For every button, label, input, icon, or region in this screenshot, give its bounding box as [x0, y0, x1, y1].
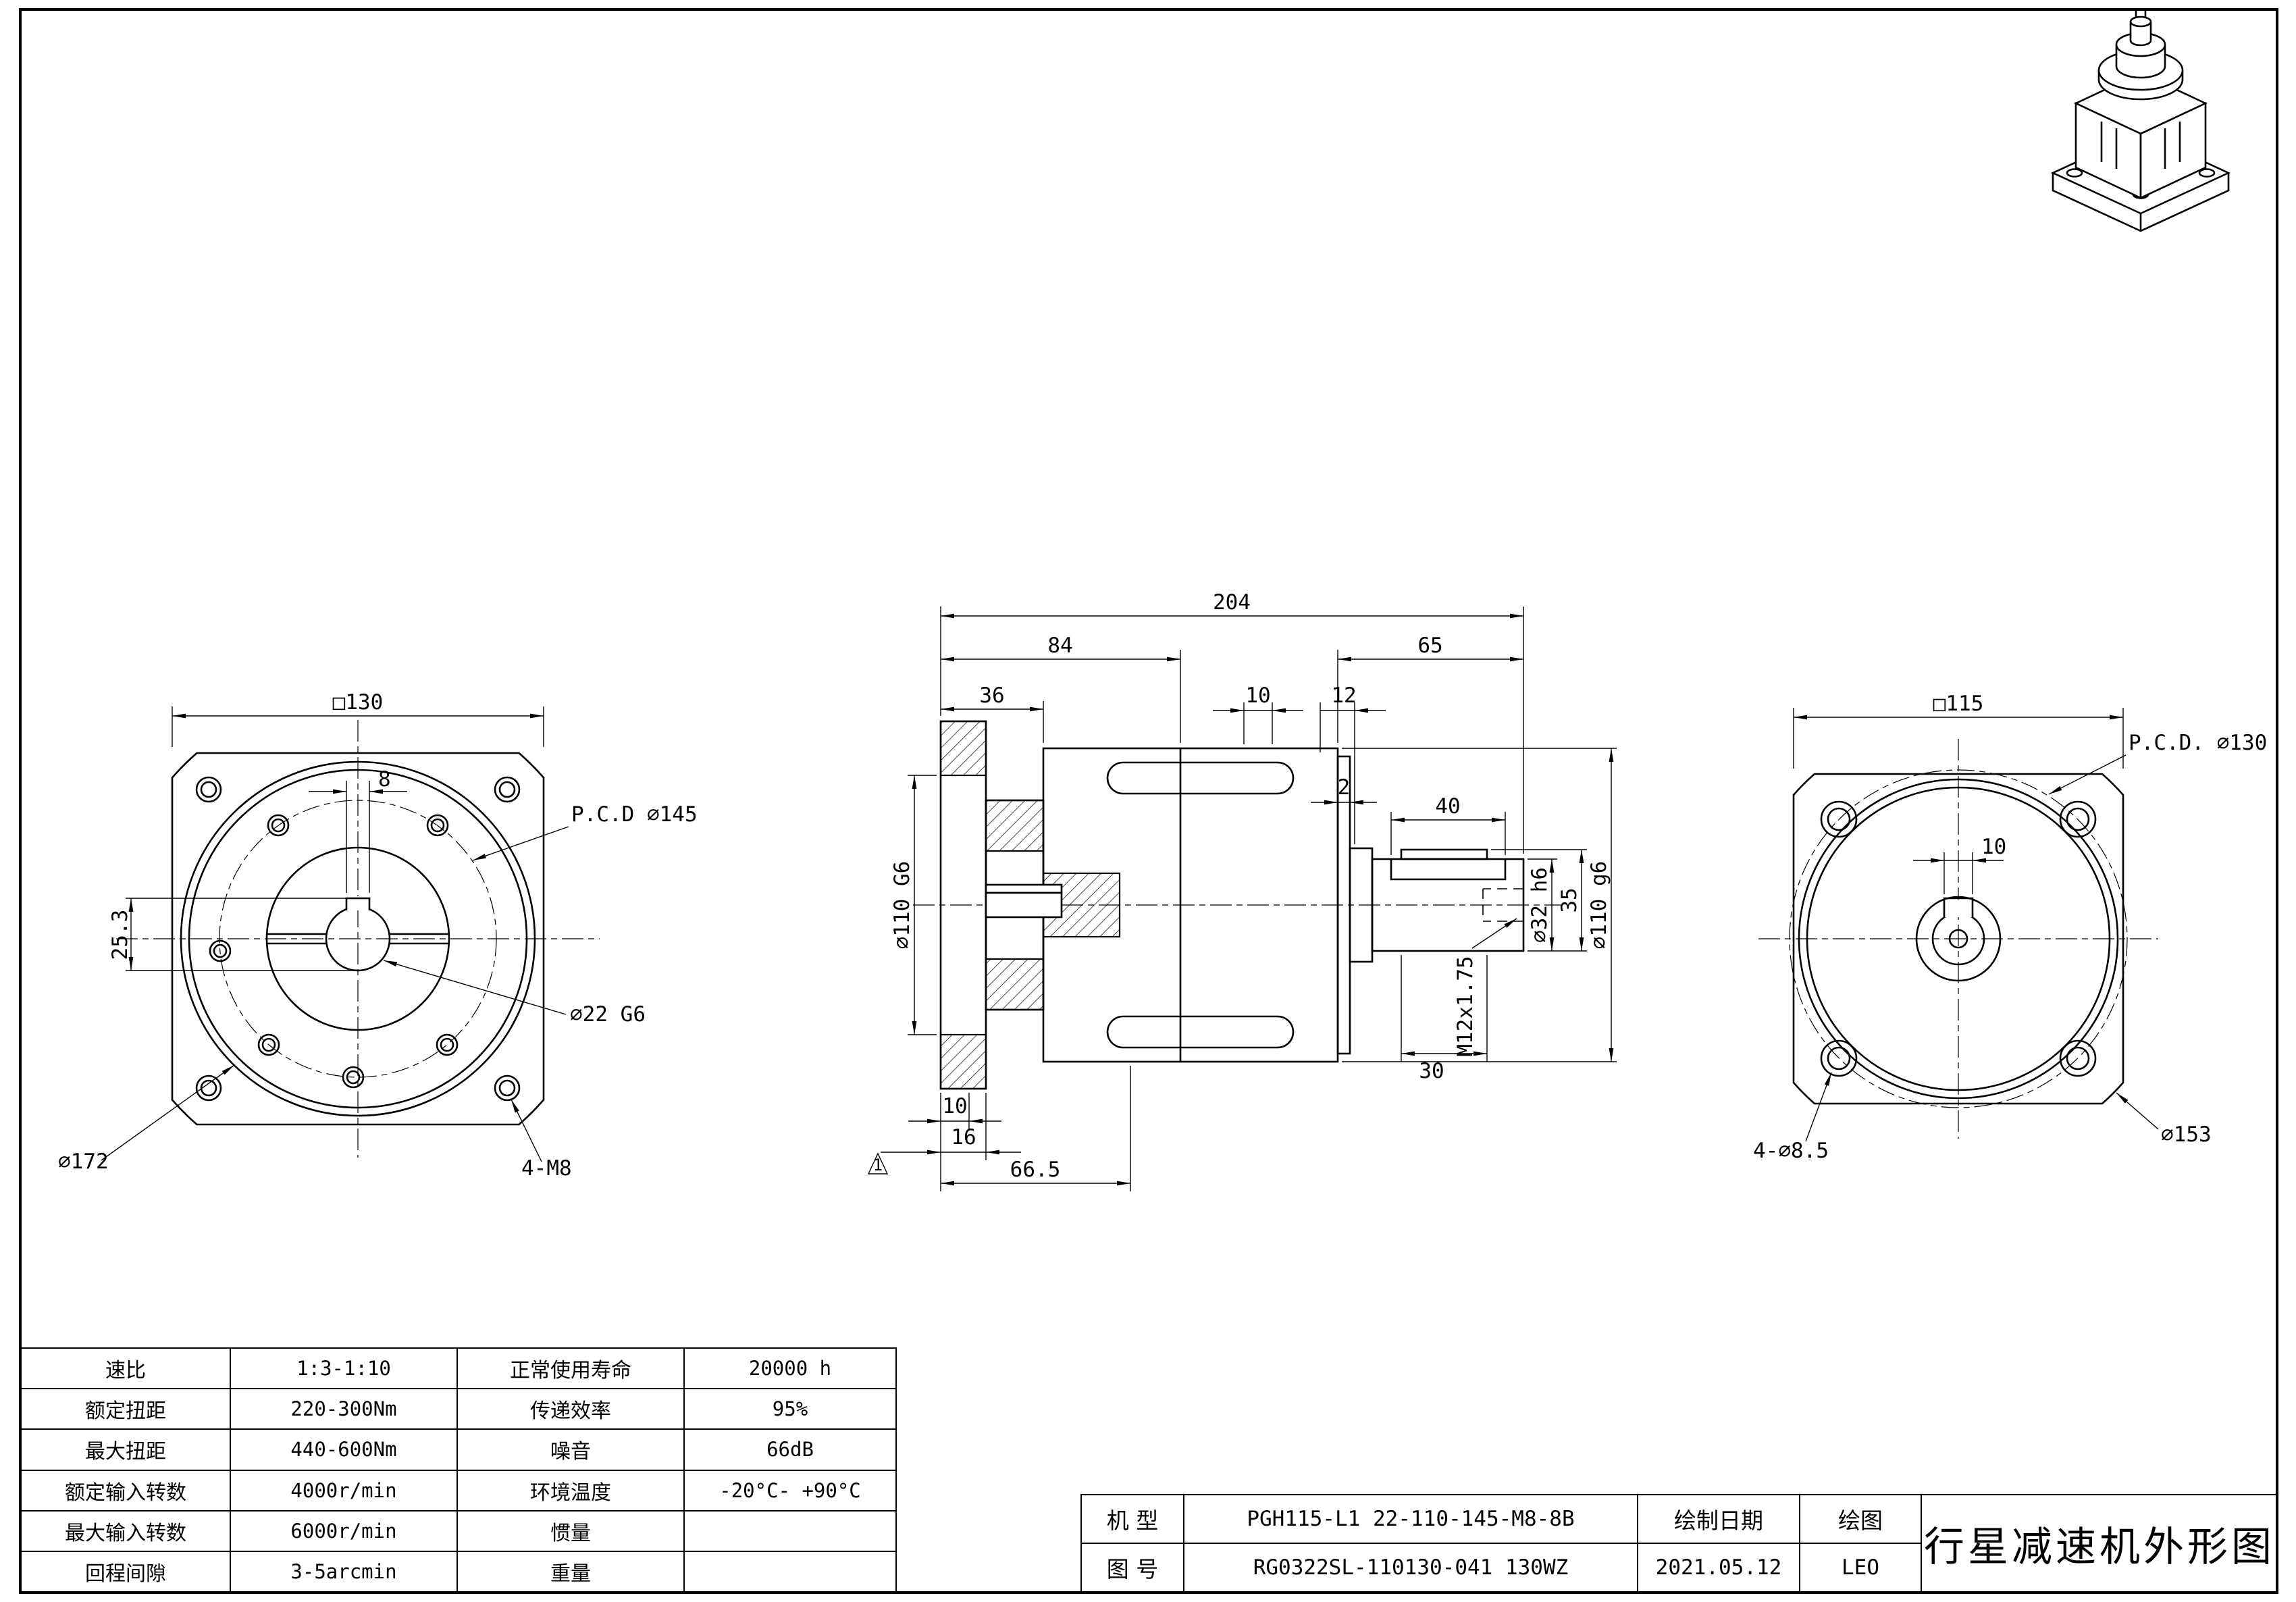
rear-view: □115 10 P.C.D. ∅130 4-∅8.5 ∅153: [1753, 692, 2267, 1163]
model-label: 机 型: [1080, 1494, 1184, 1544]
spec-label: 传递效率: [456, 1388, 685, 1430]
dim-side-10-bottom: 10: [942, 1094, 967, 1118]
dim-side-flange-section: 36: [979, 683, 1004, 708]
side-view: 204 84 65 36 10 12 2: [867, 590, 1617, 1191]
datum-id: 1: [873, 1156, 883, 1174]
front-view: □130 8 P.C.D ∅145 25.3 ∅22 G6 ∅172 4-M8: [58, 690, 698, 1181]
rear-pcd-circle: [1789, 769, 2128, 1108]
title-block-row: 机 型 PGH115-L1 22-110-145-M8-8B 绘制日期 绘图 行…: [1080, 1494, 2278, 1593]
rear-corner-holes: [1820, 800, 2097, 1077]
spec-value: 95%: [683, 1388, 897, 1430]
drawn-by-value: LEO: [1799, 1543, 1922, 1593]
front-flange-outline: [171, 752, 545, 1126]
title-block-row: 图 号 RG0322SL-110130-041 130WZ 2021.05.12…: [1080, 1543, 2278, 1593]
spec-row: 回程间隙 3-5arcmin 重量: [20, 1550, 897, 1593]
spec-row: 额定扭距 220-300Nm 传递效率 95%: [20, 1388, 897, 1430]
dim-side-keyway-length: 40: [1435, 794, 1460, 819]
drawing-no-label: 图 号: [1080, 1543, 1184, 1593]
spec-label: 惯量: [456, 1509, 685, 1552]
spec-label: 速比: [20, 1347, 231, 1390]
date-label: 绘制日期: [1637, 1494, 1800, 1544]
spec-label: 重量: [456, 1550, 685, 1593]
dim-front-pcd: P.C.D ∅145: [571, 802, 698, 827]
datum-flag: [867, 1152, 889, 1174]
front-corner-holes: [195, 776, 521, 1102]
spec-label: 最大扭距: [20, 1428, 231, 1471]
dim-side-input-bore: ∅110 G6: [890, 861, 914, 950]
dim-side-10-top: 10: [1245, 683, 1270, 708]
dim-front-outer-dia: ∅172: [58, 1149, 109, 1174]
spec-value: 220-300Nm: [230, 1388, 458, 1430]
side-dimensions: 204 84 65 36 10 12 2: [867, 590, 1617, 1191]
side-output-shaft: [1336, 755, 1525, 1055]
rear-keyway: [1943, 897, 1974, 918]
front-centerlines: [116, 720, 600, 1158]
dim-rear-pcd: P.C.D. ∅130: [2129, 731, 2267, 755]
front-pcd-holes: [209, 814, 459, 1089]
dim-side-front-section: 84: [1047, 634, 1072, 658]
spec-label: 额定输入转数: [20, 1469, 231, 1511]
dim-side-key-height: 35: [1557, 887, 1582, 912]
spec-row: 额定输入转数 4000r/min 环境温度 -20°C- +90°C: [20, 1469, 897, 1511]
spec-value: 66dB: [683, 1428, 897, 1471]
spec-value: [683, 1550, 897, 1593]
model-value: PGH115-L1 22-110-145-M8-8B: [1183, 1494, 1638, 1544]
drawing-frame: [19, 8, 2278, 1594]
front-pcd-circle: [219, 800, 497, 1078]
dim-side-total-length: 204: [1213, 590, 1251, 615]
spec-label: 回程间隙: [20, 1550, 231, 1593]
front-dimensions: □130 8 P.C.D ∅145 25.3 ∅22 G6 ∅172 4-M8: [58, 690, 698, 1181]
rear-centerlines: [1758, 739, 2158, 1139]
spec-row: 最大扭距 440-600Nm 噪音 66dB: [20, 1428, 897, 1471]
dim-rear-square: □115: [1933, 692, 1984, 716]
spec-value: 440-600Nm: [230, 1428, 458, 1471]
spec-value: 1:3-1:10: [230, 1347, 458, 1390]
side-flange-plate: [939, 720, 987, 1090]
drawing-no-value: RG0322SL-110130-041 130WZ: [1183, 1543, 1638, 1593]
dim-side-key-length: 30: [1419, 1059, 1444, 1083]
dim-side-shaft-dia: ∅32 h6: [1528, 867, 1552, 943]
spec-table: 速比 1:3-1:10 正常使用寿命 20000 h 额定扭距 220-300N…: [20, 1347, 897, 1593]
spec-label: 环境温度: [456, 1469, 685, 1511]
dim-front-square: □130: [333, 690, 384, 715]
spec-row: 速比 1:3-1:10 正常使用寿命 20000 h: [20, 1347, 897, 1390]
spec-label: 额定扭距: [20, 1388, 231, 1430]
spec-value: 6000r/min: [230, 1509, 458, 1552]
dim-front-keyway-depth: 25.3: [108, 910, 132, 960]
side-input-coupling: [985, 872, 1121, 938]
date-value: 2021.05.12: [1637, 1543, 1800, 1593]
isometric-view: [2050, 8, 2231, 232]
spec-value: 4000r/min: [230, 1469, 458, 1511]
drawing-title: 行星减速机外形图: [1921, 1494, 2278, 1593]
spec-value: 20000 h: [683, 1347, 897, 1390]
dim-rear-mount-holes: 4-∅8.5: [1753, 1139, 1829, 1163]
front-keyway: [345, 897, 371, 910]
rear-flange-outline: [1792, 773, 2124, 1105]
dim-side-12-top: 12: [1331, 683, 1356, 708]
spec-row: 最大输入转数 6000r/min 惯量: [20, 1509, 897, 1552]
dim-side-recess: 2: [1338, 775, 1351, 800]
title-block: 机 型 PGH115-L1 22-110-145-M8-8B 绘制日期 绘图 行…: [1080, 1494, 2278, 1593]
spec-label: 噪音: [456, 1428, 685, 1471]
dim-front-bore: ∅22 G6: [570, 1002, 646, 1027]
dim-front-mount-holes: 4-M8: [521, 1156, 572, 1181]
spec-value: [683, 1509, 897, 1552]
dim-side-front-depth: 66.5: [1010, 1158, 1061, 1182]
dim-side-spigot-dia: ∅110 g6: [1587, 861, 1611, 950]
spec-value: 3-5arcmin: [230, 1550, 458, 1593]
dim-side-thread: M12x1.75: [1453, 956, 1478, 1056]
drawn-label: 绘图: [1799, 1494, 1922, 1544]
side-flange-boss: [985, 799, 1045, 1011]
spec-label: 最大输入转数: [20, 1509, 231, 1552]
spec-label: 正常使用寿命: [456, 1347, 685, 1390]
rear-dimensions: □115 10 P.C.D. ∅130 4-∅8.5 ∅153: [1753, 692, 2267, 1163]
spec-value: -20°C- +90°C: [683, 1469, 897, 1511]
dim-side-plate-thickness: 16: [951, 1125, 976, 1149]
dim-rear-keyway-width: 10: [1981, 835, 2006, 859]
dim-front-keyway-width: 8: [378, 767, 391, 792]
front-clamp-slots: [267, 933, 448, 945]
dim-side-shaft-section: 65: [1417, 634, 1442, 658]
dim-rear-outer-dia: ∅153: [2161, 1122, 2212, 1147]
